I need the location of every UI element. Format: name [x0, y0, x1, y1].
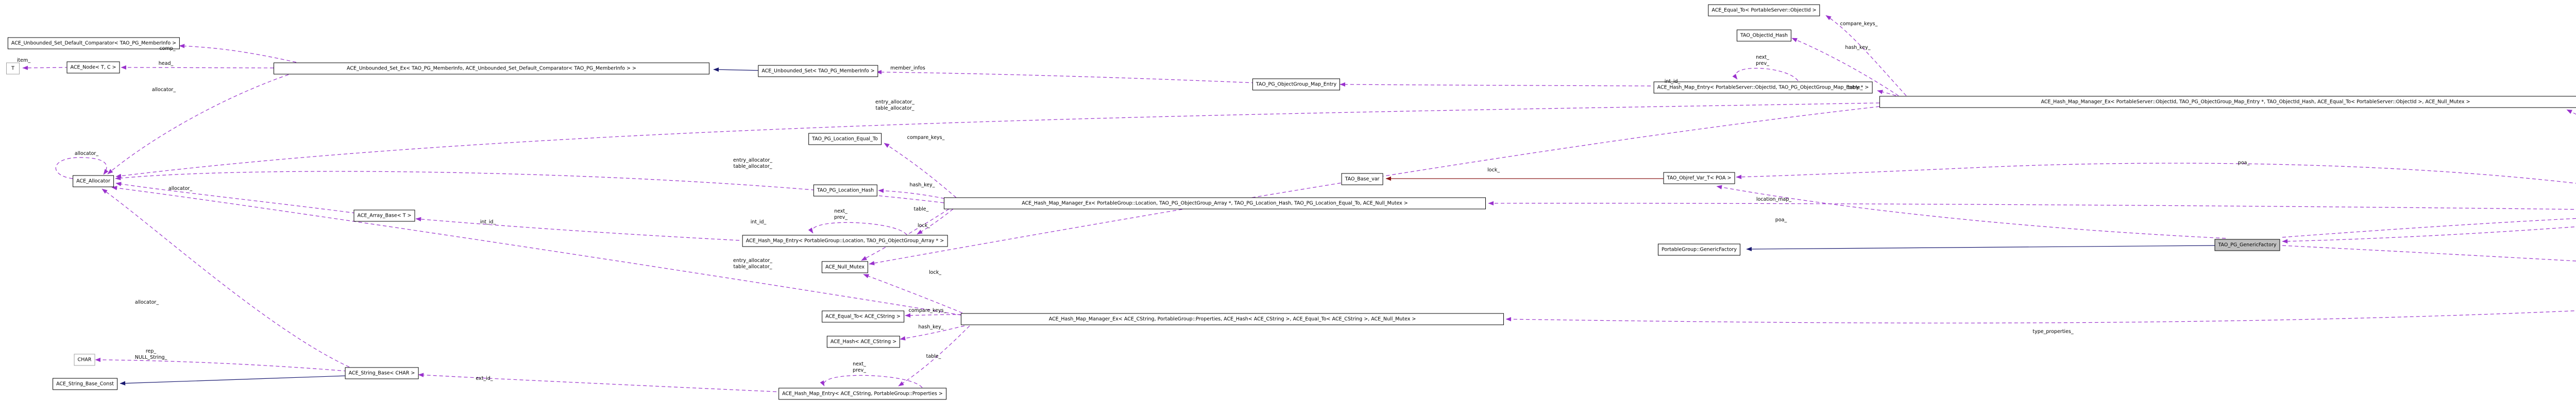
node-t[interactable]: T	[6, 62, 20, 75]
node-objectgroup-map-entry[interactable]: TAO_PG_ObjectGroup_Map_Entry	[1252, 78, 1341, 91]
edge-compare-keys-top	[1825, 15, 1907, 96]
edge-lock-cs	[863, 274, 963, 313]
node-ace-node[interactable]: ACE_Node< T, C >	[66, 61, 120, 74]
edge-inherit-generic-factory	[1746, 245, 2215, 252]
edge-inherit-unbounded-set	[713, 67, 764, 72]
node-hash-map-manager-cstring[interactable]: ACE_Hash_Map_Manager_Ex< ACE_CString, Po…	[961, 313, 1504, 325]
edge-location-map	[1488, 201, 2576, 210]
edge-loop-objectid-entry	[1732, 67, 1799, 81]
node-ace-array-base[interactable]: ACE_Array_Base< T >	[353, 209, 415, 222]
edge-head	[121, 65, 274, 70]
node-portablegroup-genericfactory[interactable]: PortableGroup::GenericFactory	[1657, 243, 1741, 256]
node-equal-to-cstring[interactable]: ACE_Equal_To< ACE_CString >	[822, 310, 904, 323]
node-tao-pg-genericfactory[interactable]: TAO_PG_GenericFactory	[2214, 239, 2280, 251]
edge-ext-id	[418, 373, 777, 392]
node-hash-map-entry-cstring[interactable]: ACE_Hash_Map_Entry< ACE_CString, Portabl…	[778, 388, 946, 400]
edge-loop-loc-entry	[808, 222, 907, 235]
node-ace-null-mutex[interactable]: ACE_Null_Mutex	[821, 261, 869, 273]
edge-allocators-cs	[111, 186, 961, 316]
edge-hash-key-loc	[878, 188, 951, 200]
node-unbounded-set-default-comparator[interactable]: ACE_Unbounded_Set_Default_Comparator< TA…	[7, 37, 180, 49]
edge-allocators-loc	[115, 171, 944, 203]
node-hash-map-entry-location[interactable]: ACE_Hash_Map_Entry< PortableGroup::Locat…	[742, 235, 948, 247]
edge-loop-cs-entry	[820, 375, 923, 388]
edge-table-cs	[898, 325, 970, 387]
node-ace-string-base-char[interactable]: ACE_String_Base< CHAR >	[345, 367, 419, 379]
edge-table-top	[1877, 90, 1896, 96]
node-equal-to-objectid[interactable]: ACE_Equal_To< PortableServer::ObjectId >	[1708, 4, 1820, 16]
edge-property-manager	[2282, 245, 2576, 261]
edge-hash-key-cs	[900, 325, 965, 341]
edge-generic-factory	[2282, 226, 2576, 243]
node-objectid-hash[interactable]: TAO_ObjectId_Hash	[1736, 29, 1792, 42]
node-unbounded-set[interactable]: ACE_Unbounded_Set< TAO_PG_MemberInfo >	[758, 65, 878, 77]
edge-rep-null-string	[95, 357, 348, 372]
node-location-hash[interactable]: TAO_PG_Location_Hash	[813, 184, 878, 197]
node-ace-string-base-const[interactable]: ACE_String_Base_Const	[53, 378, 117, 390]
node-ace-allocator[interactable]: ACE_Allocator	[73, 175, 114, 187]
edge-int-id-top	[1340, 82, 1651, 87]
edge-hash-key-top	[1791, 38, 1899, 96]
node-hash-map-manager-location[interactable]: ACE_Hash_Map_Manager_Ex< PortableGroup::…	[944, 197, 1486, 209]
edge-inherit-string-base	[120, 375, 348, 386]
edge-object-group-manager-gf	[2282, 218, 2576, 238]
edge-allocator-setex	[107, 74, 289, 174]
edge-allocator-self	[55, 157, 109, 179]
edge-object-group-map	[2566, 109, 2576, 115]
node-hash-cstring[interactable]: ACE_Hash< ACE_CString >	[826, 336, 901, 348]
node-hash-map-manager-objectid[interactable]: ACE_Hash_Map_Manager_Ex< PortableServer:…	[1879, 96, 2576, 108]
edge-poa-ogmanager	[1736, 163, 2576, 184]
node-tao-base-var[interactable]: TAO_Base_var	[1341, 173, 1383, 185]
edge-allocator-array	[115, 182, 356, 214]
node-hash-map-entry-objectid[interactable]: ACE_Hash_Map_Entry< PortableServer::Obje…	[1653, 81, 1873, 94]
edge-item	[22, 65, 69, 71]
node-unbounded-set-ex[interactable]: ACE_Unbounded_Set_Ex< TAO_PG_MemberInfo,…	[274, 62, 709, 75]
edge-allocator-string	[101, 188, 350, 368]
edge-lock-top	[869, 106, 1880, 266]
edge-table-loc	[917, 208, 954, 235]
edge-compare-keys-cs	[905, 313, 969, 318]
edge-type-properties	[1505, 310, 2576, 324]
edge-member-infos	[876, 69, 1256, 83]
node-char[interactable]: CHAR	[74, 354, 95, 366]
edge-allocators-top	[115, 102, 1880, 178]
edge-comp	[179, 44, 297, 63]
node-tao-objref-var-t-poa[interactable]: TAO_Objref_Var_T< POA >	[1663, 172, 1735, 184]
edge-poa-genericfactory	[1716, 185, 2226, 239]
edge-int-id-loc	[415, 217, 740, 241]
node-location-equal-to[interactable]: TAO_PG_Location_Equal_To	[808, 133, 882, 145]
edge-compare-keys-loc	[884, 143, 957, 198]
